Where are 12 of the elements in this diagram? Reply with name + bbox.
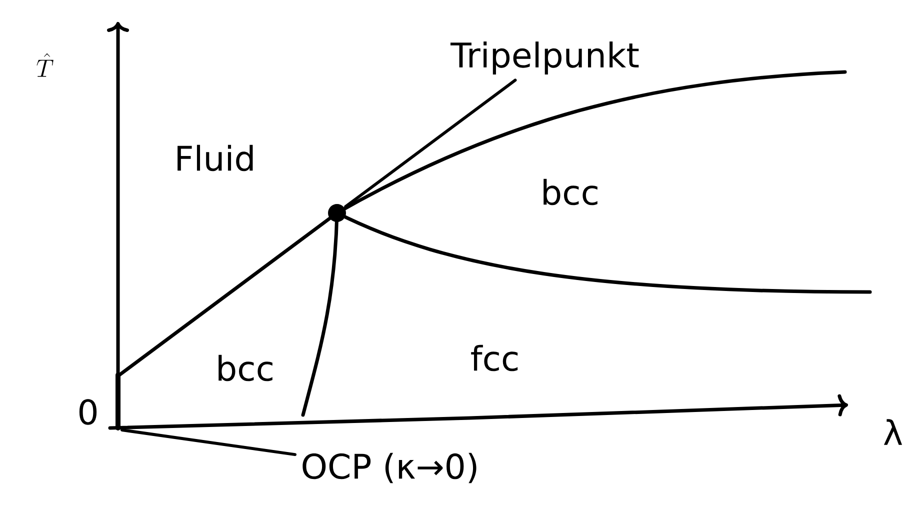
leader-line: [120, 428, 296, 456]
leader-line: [344, 78, 517, 208]
region-label: fcc: [471, 344, 518, 372]
text-label: OCP (κ→0): [302, 452, 476, 484]
triple-point-dot: [328, 204, 346, 222]
region-label: bcc: [218, 354, 272, 382]
region-label: 0: [79, 399, 97, 425]
text-label: Tripelpunkt: [450, 42, 639, 74]
region-label: λ: [884, 419, 902, 445]
region-label: bcc: [544, 178, 598, 206]
axis-label: $\hat{T}$: [36, 53, 54, 77]
region-label: Fluid: [178, 144, 253, 172]
